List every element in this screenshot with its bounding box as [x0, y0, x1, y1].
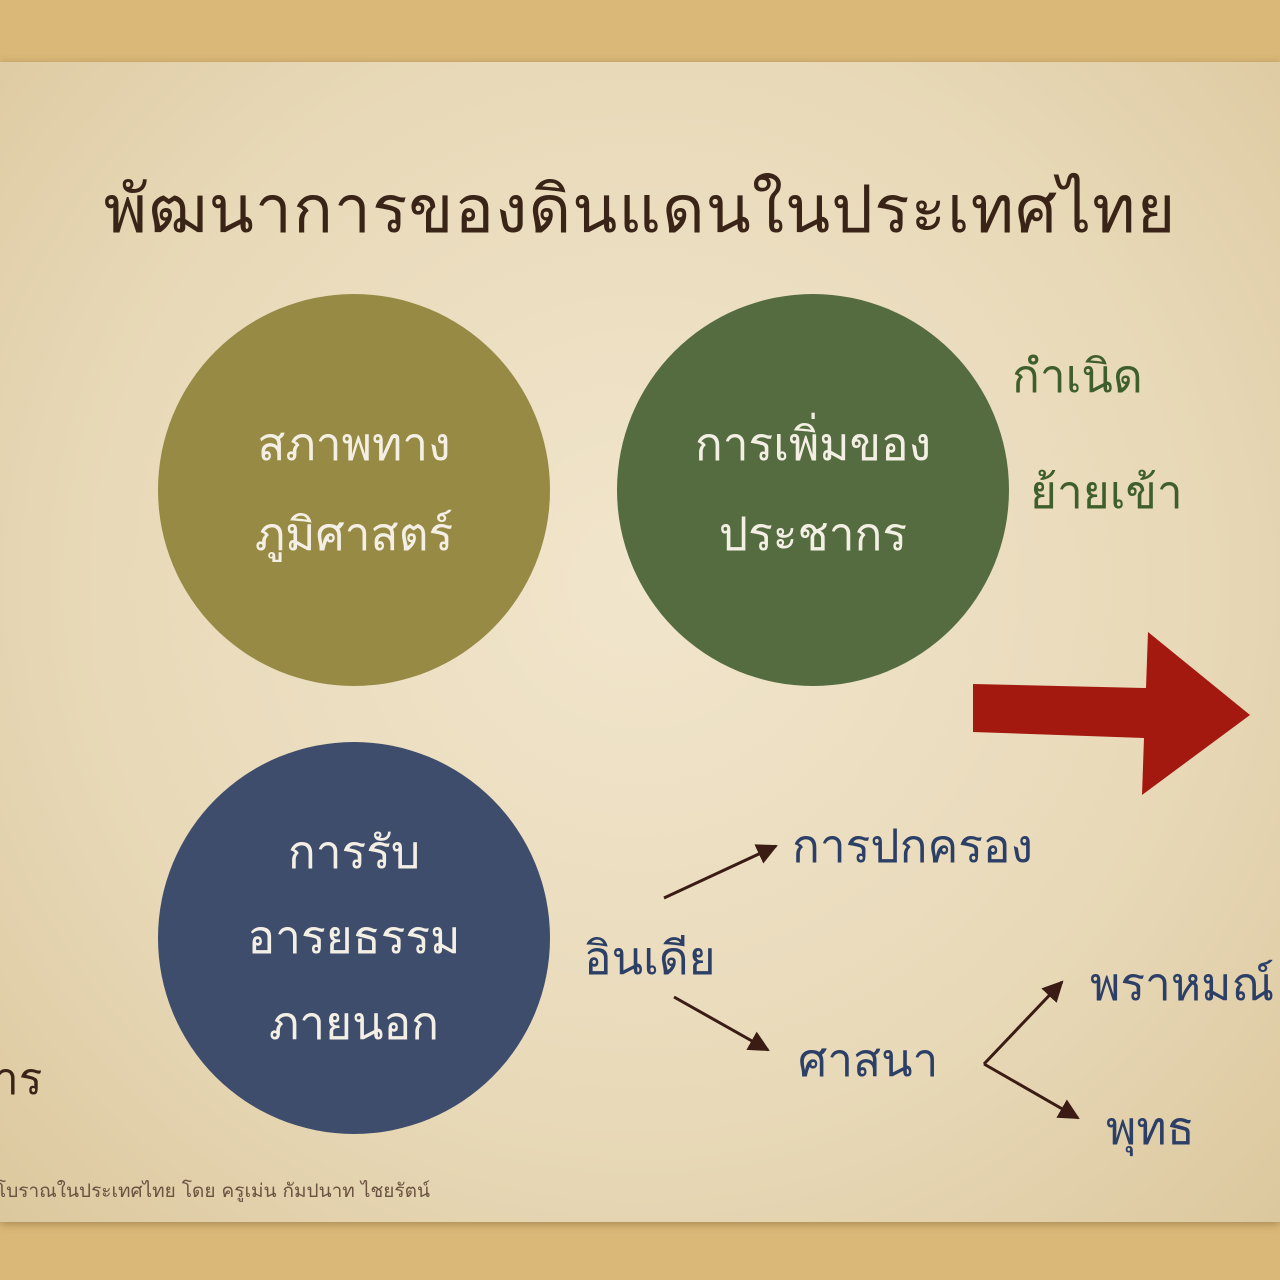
arrow-india-to-religion — [673, 995, 770, 1052]
big-right-arrow — [973, 632, 1250, 795]
slide-title: พัฒนาการของดินแดนในประเทศไทย — [103, 171, 1177, 248]
arrow-india-to-governance — [663, 844, 778, 900]
brahmin-label: พราหมณ์ — [1090, 957, 1275, 1011]
governance-label: การปกครอง — [792, 819, 1034, 873]
arrow-religion-to-buddhism — [983, 1062, 1080, 1120]
geography-label-line2: ภูมิศาสตร์ — [254, 507, 454, 561]
geography-circle: สภาพทาง ภูมิศาสตร์ — [158, 294, 550, 686]
footer-credit: โบราณในประเทศไทย โดย ครูเม่น กัมปนาท ไชย… — [0, 1180, 430, 1202]
religion-label: ศาสนา — [798, 1033, 939, 1087]
slide-paper: พัฒนาการของดินแดนในประเทศไทย สภาพทาง ภูม… — [0, 62, 1280, 1222]
population-circle: การเพิ่มของ ประชากร — [617, 294, 1009, 686]
culture-label-line2: อารยธรรม — [247, 910, 461, 965]
population-label-line1: การเพิ่มของ — [694, 417, 932, 472]
arrow-religion-to-brahmin — [982, 980, 1064, 1066]
left-cut-text: าร — [0, 1054, 43, 1105]
geography-label-line1: สภาพทาง — [257, 417, 451, 472]
culture-label-line1: การรับ — [287, 825, 421, 880]
india-label: อินเดีย — [584, 931, 716, 985]
migration-label: ย้ายเข้า — [1030, 465, 1183, 519]
culture-label-line3: ภายนอก — [268, 995, 440, 1050]
population-label-line2: ประชากร — [718, 507, 908, 561]
culture-circle: การรับ อารยธรรม ภายนอก — [158, 742, 550, 1134]
buddhism-label: พุทธ — [1106, 1101, 1195, 1155]
birth-label: กำเนิด — [1012, 349, 1143, 403]
